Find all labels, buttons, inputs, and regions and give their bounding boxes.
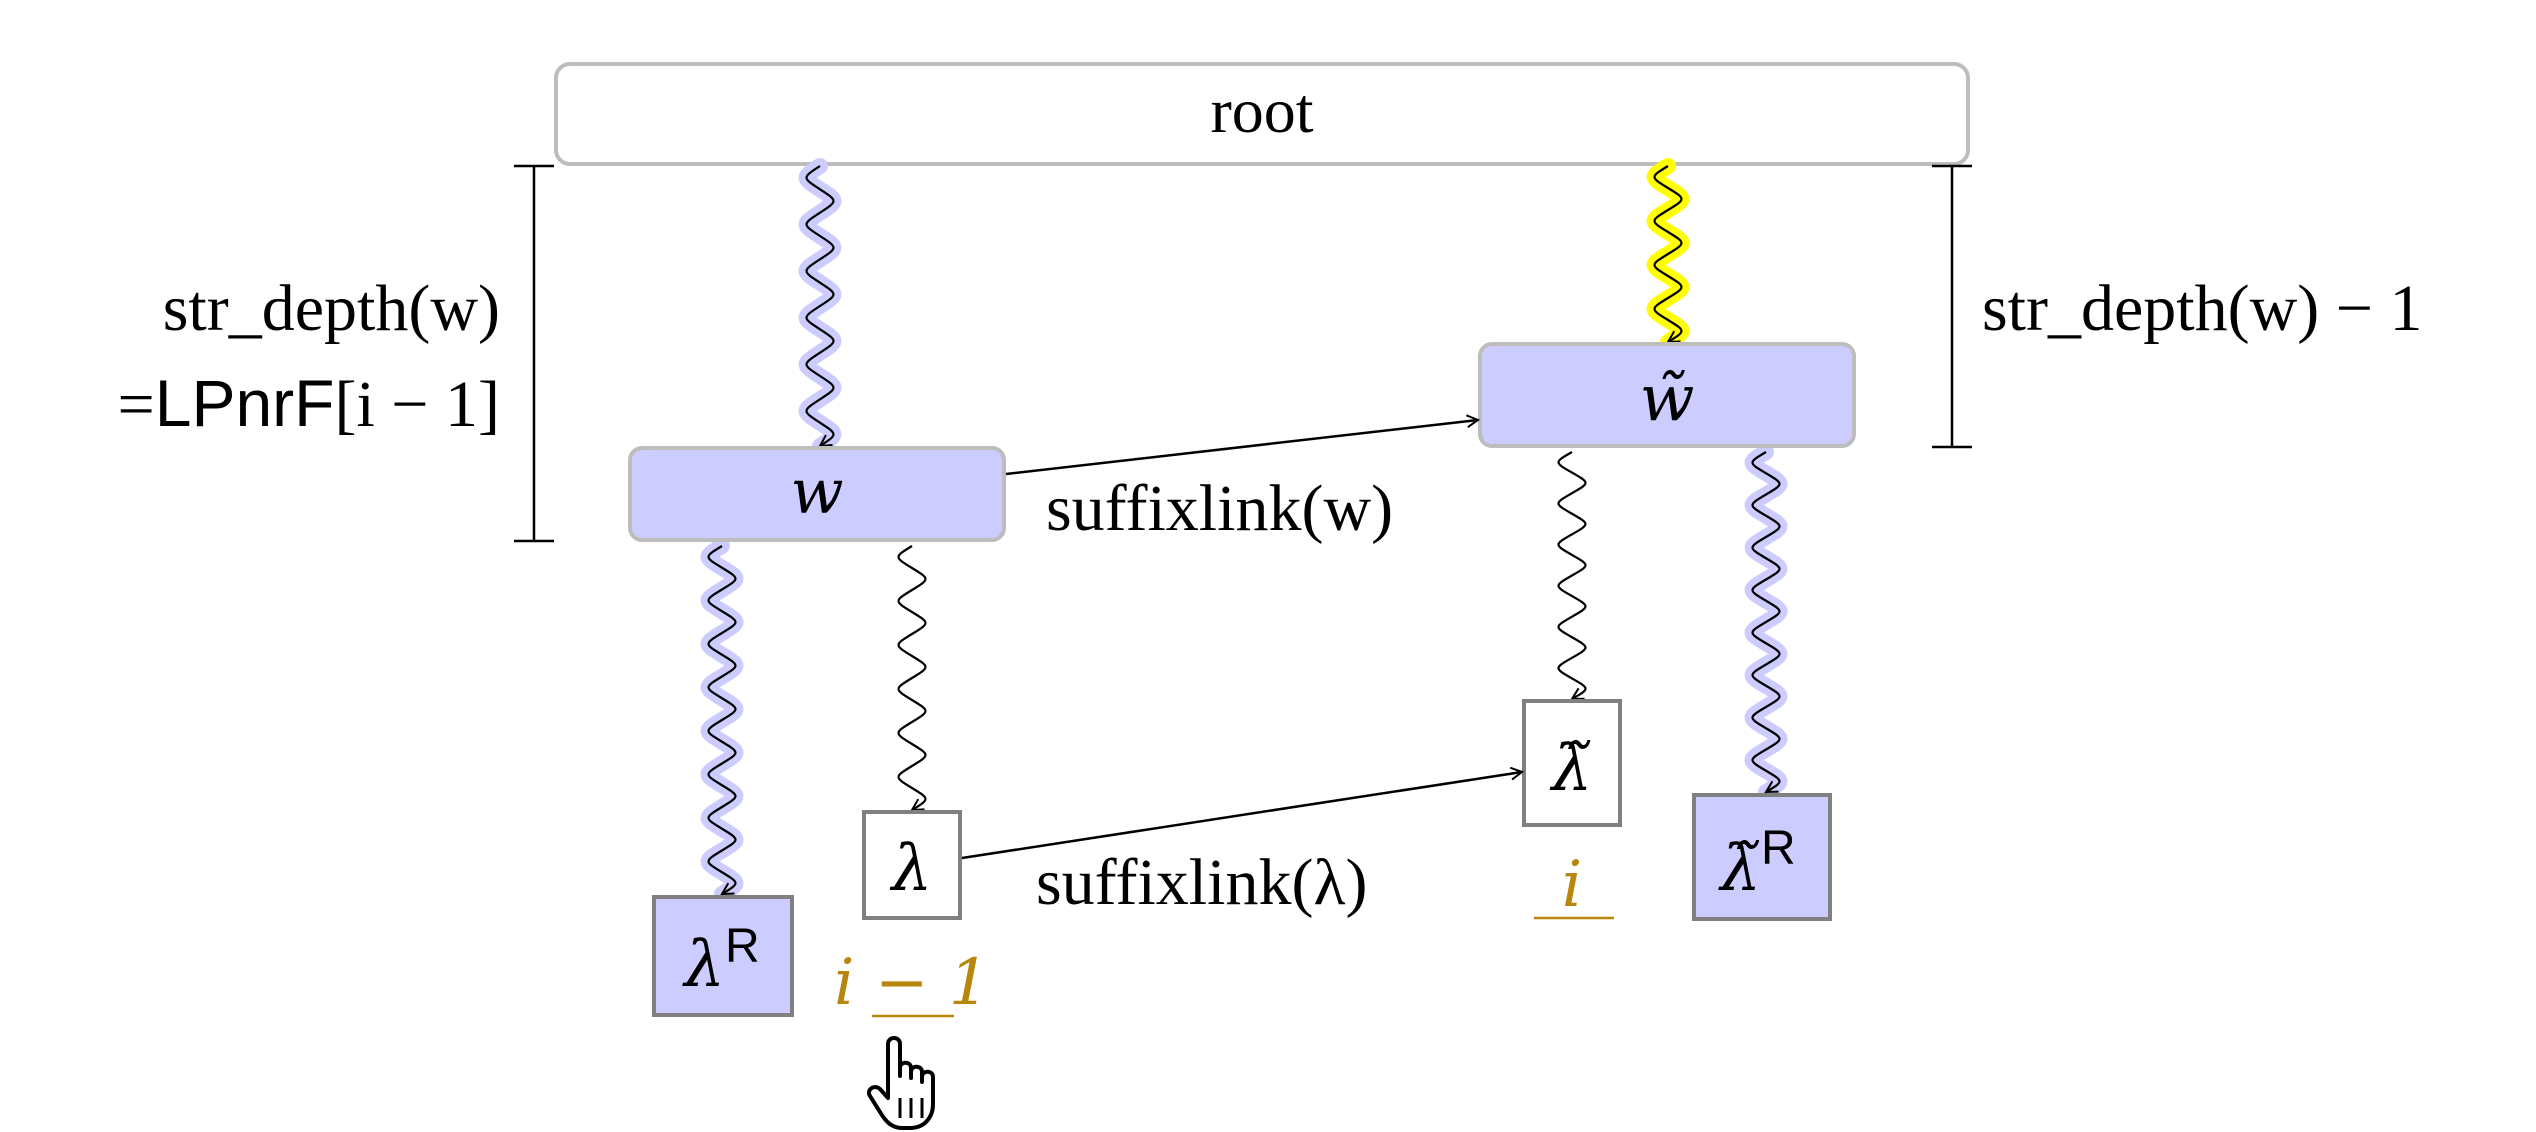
suffixlink-lambda-arrow <box>961 772 1522 860</box>
edge-w-tilde-lambda-tilde-r <box>1751 451 1781 792</box>
root-label: root <box>1210 75 1313 146</box>
node-lambda-tilde: λ̃ <box>1522 699 1622 827</box>
root-node: root <box>554 62 1970 166</box>
node-lambda-tilde-label: λ̃ <box>1549 732 1593 806</box>
suffixlink-w-arrow <box>1005 420 1478 476</box>
edge-w-tilde-lambda-tilde <box>1557 451 1587 699</box>
hand-pointer-icon <box>867 1036 935 1130</box>
node-w: w <box>628 446 1006 542</box>
node-lambda-tilde-r-base: λ̃ <box>1717 832 1761 906</box>
svg-text:λR: λR <box>681 920 759 1002</box>
edge-root-w-tilde <box>1653 165 1683 342</box>
right-depth-bracket <box>1932 164 1972 449</box>
left-depth-label: str_depth(w) <box>163 272 500 345</box>
node-w-label: w <box>790 455 843 528</box>
annotation-i: i <box>1562 848 1582 922</box>
node-lambda-r: λR <box>652 895 794 1017</box>
node-lambda-tilde-r-sup: R <box>1761 822 1796 875</box>
right-depth-label: str_depth(w) − 1 <box>1982 272 2422 345</box>
node-lambda: λ <box>862 810 962 920</box>
node-w-tilde-label: w̃ <box>1640 362 1695 436</box>
suffixlink-w-label: suffixlink(w) <box>1046 472 1393 545</box>
suffixlink-lambda-label: suffixlink(λ) <box>1036 846 1367 919</box>
node-lambda-r-sup: R <box>725 920 760 973</box>
edge-w-lambda-r <box>707 545 737 894</box>
node-lambda-tilde-r: λ̃R <box>1692 793 1832 921</box>
annotation-i-minus-1: i − 1 <box>834 946 990 1020</box>
svg-text:λ̃R: λ̃R <box>1717 822 1795 906</box>
tree-edges-layer <box>707 165 1781 894</box>
node-lambda-label: λ <box>889 832 933 906</box>
left-depth-lpnrf-label: =LPnrF[i − 1] <box>118 366 500 441</box>
edge-root-w <box>805 165 835 446</box>
node-w-tilde: w̃ <box>1478 342 1856 448</box>
edge-w-lambda <box>897 545 927 810</box>
left-depth-bracket <box>514 164 554 543</box>
node-lambda-r-base: λ <box>681 928 725 1002</box>
